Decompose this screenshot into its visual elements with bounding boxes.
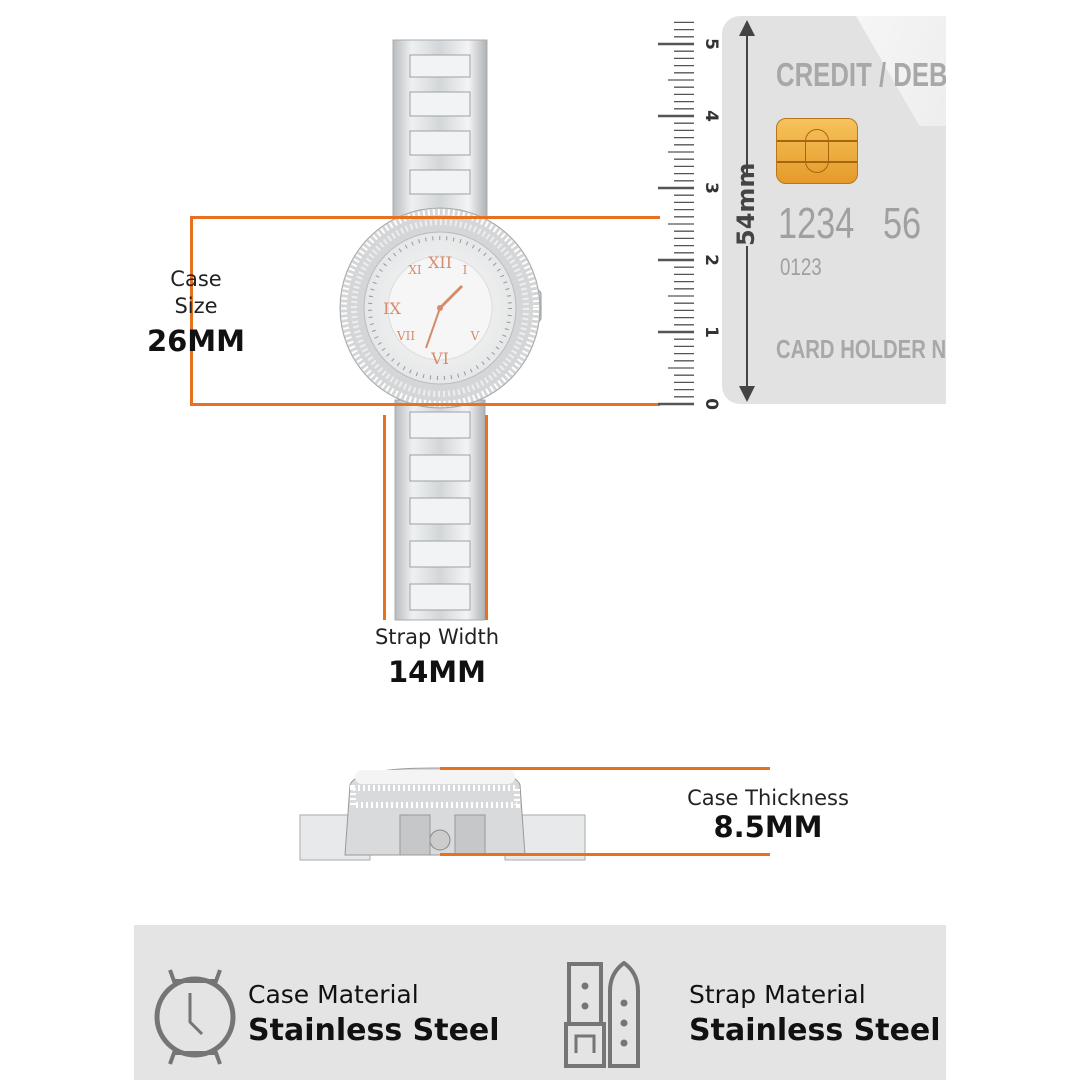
case-thickness-value: 8.5MM — [713, 810, 823, 844]
ruler-label: 4 — [701, 110, 721, 122]
case-size-value: 26MM — [146, 324, 246, 358]
arrow-up-head-icon — [739, 20, 755, 36]
chip-icon — [776, 118, 858, 184]
strap-width-value: 14MM — [387, 655, 487, 689]
card-holder-name: CARD HOLDER NAME — [776, 334, 946, 364]
case-size-bottom-line — [190, 403, 660, 406]
svg-text:I: I — [463, 263, 468, 277]
case-size-top-line — [190, 216, 660, 219]
case-size-label-line2: Size — [174, 294, 218, 318]
arrow-down-head-icon — [739, 386, 755, 402]
svg-text:VII: VII — [396, 329, 415, 343]
ruler: 0 1 2 3 4 5 — [658, 21, 721, 410]
ruler-label: 2 — [701, 254, 721, 266]
card-number: 1234 56 — [778, 199, 922, 248]
svg-text:V: V — [470, 329, 480, 343]
case-size-vertical-line — [190, 216, 193, 406]
ruler-label: 1 — [701, 326, 721, 338]
card-height-label: 54mm — [732, 162, 762, 246]
strap-material-title: Strap Material — [689, 980, 866, 1009]
strap-width-right-line — [485, 415, 488, 620]
svg-text:XII: XII — [428, 253, 452, 272]
watch-side-image — [299, 767, 586, 861]
thickness-bottom-line — [440, 853, 770, 856]
strap-width-left-line — [383, 415, 386, 620]
strap-width-label: Strap Width — [374, 625, 500, 649]
ruler-label: 3 — [701, 182, 721, 194]
case-material-value: Stainless Steel — [248, 1013, 500, 1048]
svg-text:XI: XI — [408, 263, 422, 277]
case-material-title: Case Material — [248, 980, 419, 1009]
materials-panel: Case Material Stainless Steel Strap Mate… — [134, 925, 946, 1080]
ruler-label: 0 — [701, 398, 721, 410]
case-size-label-line1: Case — [170, 267, 222, 291]
ruler-label: 5 — [701, 38, 721, 50]
card-small-number: 0123 — [780, 254, 822, 281]
svg-text:IX: IX — [383, 299, 401, 318]
card-title: CREDIT / DEBIT C — [776, 56, 946, 93]
thickness-top-line — [440, 767, 770, 770]
case-thickness-label: Case Thickness — [687, 786, 849, 810]
watch-outline-icon — [154, 969, 236, 1065]
svg-text:VI: VI — [430, 349, 449, 368]
watch-front-image: XII VI IX I XI V VII — [339, 39, 542, 621]
strap-outline-icon — [564, 961, 640, 1068]
credit-card-reference: 54mm CREDIT / DEBIT C 1234 56 0123 CARD … — [722, 16, 946, 404]
strap-material-value: Stainless Steel — [689, 1013, 941, 1048]
